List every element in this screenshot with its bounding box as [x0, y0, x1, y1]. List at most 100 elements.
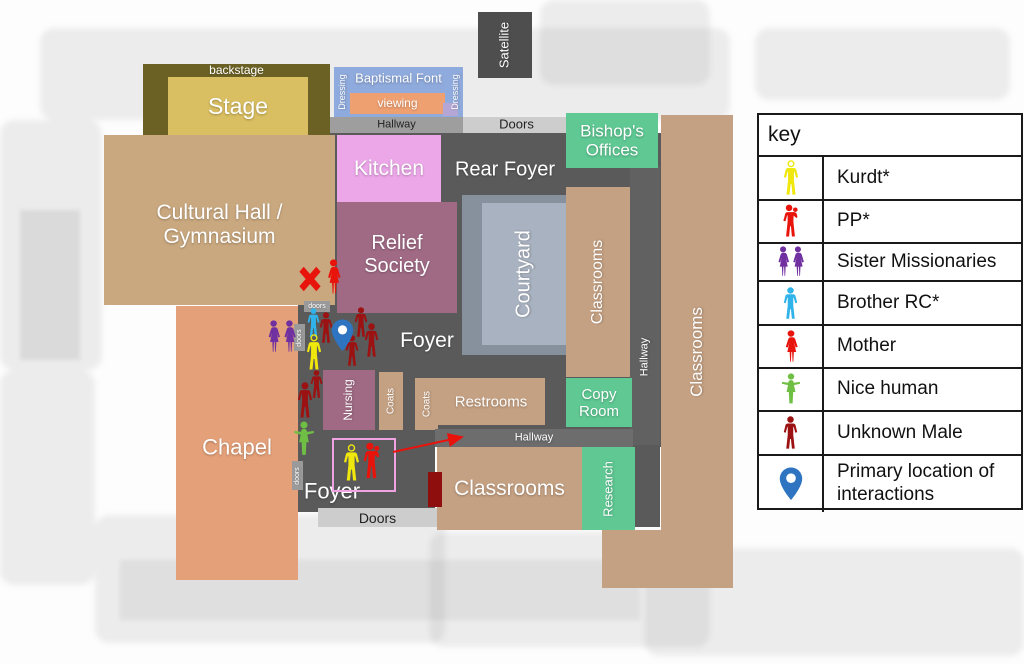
interaction-arrow: [392, 433, 464, 453]
coats-2-label: Coats: [420, 390, 432, 418]
pp-marker: [361, 442, 383, 487]
hallway-bottom: [435, 429, 633, 447]
nursing-label: Nursing: [341, 379, 356, 421]
foyer-bottom-gray: [298, 430, 435, 512]
backstage-label: backstage: [209, 63, 264, 78]
nursing: [323, 370, 375, 430]
key-row-brother-rc: Brother RC*: [759, 280, 1021, 324]
pp-icon: [759, 201, 824, 242]
openarms-icon: [759, 369, 824, 410]
bishops-offices: [566, 113, 658, 168]
stage-label: Stage: [207, 92, 269, 119]
kurdt-icon: [759, 157, 824, 199]
unknown-male-4-icon: [363, 323, 380, 358]
doors-bottom: [318, 508, 437, 527]
doors-chip-3: [292, 461, 303, 490]
courtyard-inner-label: Courtyard: [512, 230, 535, 318]
unknown-male-4-marker: [363, 323, 380, 363]
sisters-icon: [759, 244, 824, 280]
key-row-sister-missionaries: Sister Missionaries: [759, 242, 1021, 280]
key-row-label: Unknown Male: [837, 421, 963, 443]
doors-top-label: Doors: [499, 116, 534, 132]
doors-chip-1-label: doors: [308, 302, 326, 310]
hallway-right-strip: [630, 166, 660, 445]
copy-room: [566, 378, 632, 427]
research-label: Research: [600, 460, 616, 517]
dressing-left-label: Dressing: [336, 74, 347, 110]
key-row-mother: Mother: [759, 324, 1021, 367]
nice-human-icon: [292, 421, 316, 459]
doors-bottom-label: Doors: [358, 509, 397, 526]
coats-1-label: Coats: [385, 387, 397, 415]
key-row-label: Nice human: [837, 378, 939, 400]
dressing-right-label: Dressing: [449, 74, 460, 110]
unknown-male-6-icon: [296, 382, 314, 419]
rear-foyer-label: Rear Foyer: [454, 158, 556, 181]
pp-icon: [361, 442, 383, 482]
pin-icon: [759, 456, 824, 512]
small-room-chip: [443, 103, 458, 116]
research: [582, 447, 635, 530]
location-pin-marker: [331, 319, 354, 357]
doors-top: [463, 117, 570, 133]
sister-missionaries-icon: [265, 320, 298, 354]
hallway-bottom-label: Hallway: [514, 431, 554, 444]
x-mark-marker: [297, 264, 323, 299]
copy-room-label: Copy Room: [578, 385, 620, 420]
doors-chip-3-label: doors: [293, 466, 301, 485]
doors-chip-1: [304, 301, 330, 312]
background-sketch: [0, 120, 102, 370]
kurdt-lower-icon: [342, 444, 361, 482]
key-row-label: Sister Missionaries: [837, 250, 997, 272]
background-sketch: [540, 0, 710, 85]
relief-society: [337, 202, 457, 313]
hallway-top: [330, 117, 463, 133]
kurdt-lower-marker: [342, 444, 361, 487]
key-row-label: Primary location of interactions: [837, 461, 995, 505]
relief-society-label: Relief Society: [364, 232, 430, 277]
bishops-offices-label: Bishop's Offices: [580, 120, 644, 160]
kitchen: [337, 135, 441, 202]
key-title: key: [768, 123, 801, 146]
classrooms-bottom-label: Classrooms: [454, 476, 565, 500]
female-icon: [759, 326, 824, 367]
classrooms-right-label: Classrooms: [687, 306, 707, 397]
baptismal-font-label: Baptismal Font: [355, 70, 442, 86]
classrooms-mid: [566, 187, 630, 377]
key-row-nice-human: Nice human: [759, 367, 1021, 410]
cultural-hall-label: Cultural Hall / Gymnasium: [156, 200, 283, 248]
classrooms-right: [661, 115, 733, 588]
key-row-label: Mother: [837, 335, 897, 357]
classrooms-bottom: [437, 447, 582, 530]
unknown-male-6-marker: [296, 382, 314, 424]
male-icon: [759, 282, 824, 324]
male-icon: [759, 412, 824, 454]
key-row-kurdt: Kurdt*: [759, 155, 1021, 199]
background-sketch: [20, 210, 80, 360]
mother-marker: [324, 259, 343, 301]
chapel-label: Chapel: [202, 434, 272, 460]
key-row-unknown-male: Unknown Male: [759, 410, 1021, 454]
coats-1: [379, 372, 403, 430]
viewing-label: viewing: [377, 95, 418, 110]
coats-2: [415, 378, 438, 430]
mother-icon: [324, 259, 343, 296]
chapel: [176, 306, 298, 580]
kitchen-label: Kitchen: [353, 156, 425, 180]
doors-chip-2: [294, 324, 305, 351]
interaction-highlight-box: [332, 438, 396, 492]
key-row-label: Kurdt*: [837, 166, 890, 188]
classrooms-mid-label: Classrooms: [588, 239, 606, 325]
viewing: [350, 93, 445, 114]
key-row-label: PP*: [837, 210, 870, 232]
key-row-label: Brother RC*: [837, 291, 940, 313]
hallway-right-label: Hallway: [638, 337, 651, 377]
foyer-center-label: Foyer: [400, 328, 454, 352]
classrooms-right-ext: [602, 530, 662, 588]
cultural-hall: [104, 135, 335, 305]
kurdt-upper-icon: [305, 334, 323, 371]
x-mark-icon: [297, 264, 323, 294]
background-sketch: [755, 28, 1010, 100]
